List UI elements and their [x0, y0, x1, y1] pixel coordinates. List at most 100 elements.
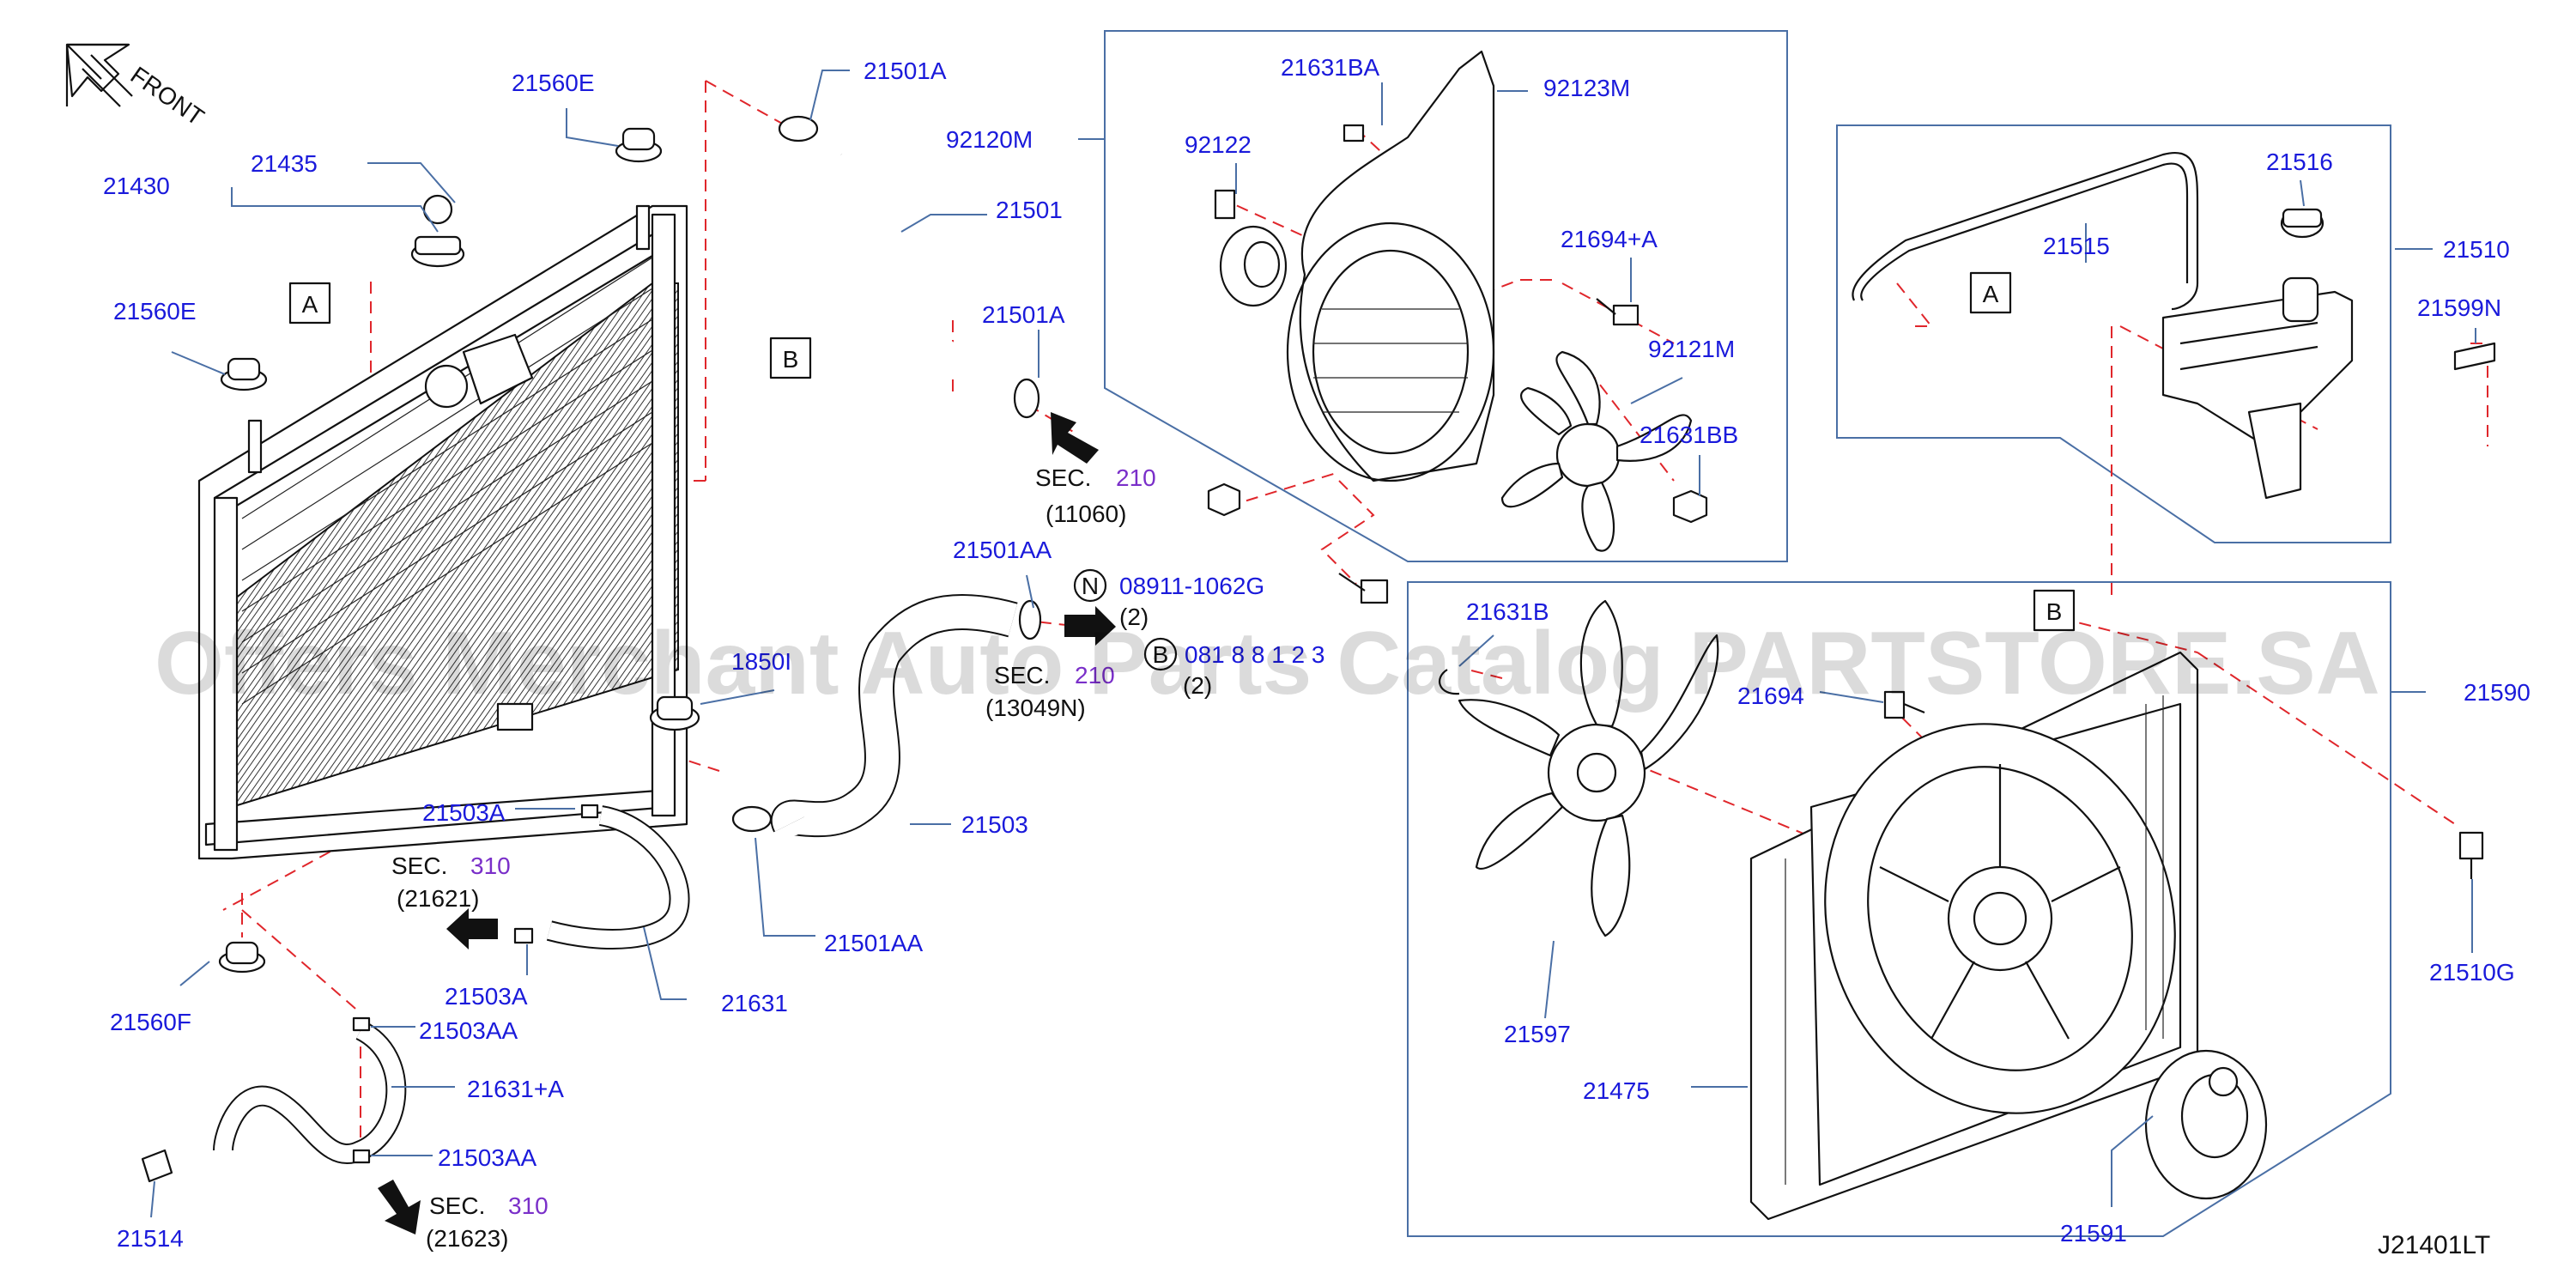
- part-label-21631B[interactable]: 21631B: [1466, 598, 1549, 625]
- svg-text:(13049N): (13049N): [985, 695, 1086, 721]
- fan-motor-large: [2144, 1049, 2268, 1200]
- part-label-21560E-top[interactable]: 21560E: [512, 70, 595, 96]
- svg-text:SEC.: SEC.: [429, 1192, 485, 1219]
- part-label-21501AA-bot[interactable]: 21501AA: [824, 930, 924, 956]
- reservoir-group-box: [1836, 124, 2391, 543]
- part-081[interactable]: 081 8 8 1 2 3: [1185, 641, 1324, 668]
- part-label-21694A[interactable]: 21694+A: [1561, 226, 1658, 252]
- grommet-top: [615, 127, 663, 163]
- part-label-21590[interactable]: 21590: [2464, 679, 2531, 706]
- clamp-21501A-top: [778, 115, 819, 143]
- grommet-mid: [649, 695, 700, 731]
- fan-shroud-large: [1749, 651, 2199, 1221]
- part-label-21515[interactable]: 21515: [2043, 233, 2110, 259]
- part-label-21560F[interactable]: 21560F: [110, 1009, 191, 1035]
- clamp-21501A-mid: [1013, 378, 1040, 419]
- symbol-b-icon: B: [1143, 637, 1178, 671]
- part-label-21501A-mid[interactable]: 21501A: [982, 301, 1065, 328]
- reservoir-hose: [1852, 152, 2199, 311]
- part-label-21631A[interactable]: 21631+A: [467, 1076, 564, 1102]
- figure-id: J21401LT: [2378, 1231, 2490, 1259]
- part-label-21516[interactable]: 21516: [2266, 149, 2333, 175]
- front-label: FRONT: [126, 62, 209, 131]
- part-label-21631[interactable]: 21631: [721, 990, 788, 1016]
- lower-hose: [770, 593, 1018, 839]
- part-label-92122[interactable]: 92122: [1185, 131, 1252, 158]
- part-label-21503A-bot[interactable]: 21503A: [445, 983, 528, 1010]
- grommet-bottom: [218, 941, 266, 974]
- front-arrow-icon: [65, 43, 133, 107]
- part-label-21599N[interactable]: 21599N: [2417, 294, 2501, 321]
- part-08911-1062G[interactable]: 08911-1062G: [1119, 573, 1264, 599]
- clamp-21503AA: [352, 1016, 371, 1164]
- part-label-21435[interactable]: 21435: [251, 150, 318, 177]
- part-label-21503AA-top[interactable]: 21503AA: [419, 1017, 518, 1044]
- part-label-21503A-top[interactable]: 21503A: [422, 799, 506, 826]
- part-label-21597[interactable]: 21597: [1504, 1021, 1571, 1047]
- part-label-21591[interactable]: 21591: [2060, 1220, 2127, 1247]
- svg-text:SEC.: SEC.: [1035, 464, 1091, 491]
- part-label-21560E-left[interactable]: 21560E: [113, 298, 197, 325]
- sec-ref-21623[interactable]: SEC. 310 (21623): [426, 1192, 549, 1252]
- symbol-n-icon: N: [1073, 568, 1107, 603]
- svg-text:(21623): (21623): [426, 1225, 509, 1252]
- svg-text:N: N: [1082, 573, 1099, 599]
- sec-ref-21621[interactable]: SEC. 310 (21621): [391, 852, 511, 912]
- part-label-21430[interactable]: 21430: [103, 173, 170, 199]
- radiator-cap: [410, 194, 465, 268]
- reservoir-tank: [2161, 276, 2354, 500]
- svg-text:310: 310: [508, 1192, 549, 1219]
- part-label-21503[interactable]: 21503: [961, 811, 1028, 838]
- label-21599N-plate: [2453, 342, 2496, 371]
- ref-box-a-left: A: [288, 282, 331, 325]
- qty-081: (2): [1183, 672, 1212, 699]
- svg-text:SEC.: SEC.: [391, 852, 447, 879]
- ref-box-b-right: B: [2033, 589, 2076, 632]
- part-label-21510G[interactable]: 21510G: [2429, 959, 2515, 986]
- part-label-92123M[interactable]: 92123M: [1543, 75, 1630, 101]
- svg-text:A: A: [302, 291, 318, 318]
- part-label-21503AA-bot[interactable]: 21503AA: [438, 1144, 537, 1171]
- part-label-21694[interactable]: 21694: [1737, 682, 1804, 709]
- part-label-92121M[interactable]: 92121M: [1648, 336, 1735, 362]
- fan-blade-small: [1500, 350, 1693, 552]
- sec-ref-11060[interactable]: SEC. 210 (11060): [1035, 464, 1156, 527]
- ref-box-b-left: B: [769, 337, 812, 379]
- ref-box-a-right: A: [1969, 271, 2012, 314]
- part-label-21514[interactable]: 21514: [117, 1225, 184, 1252]
- part-label-21510[interactable]: 21510: [2443, 236, 2510, 263]
- clip-21631B: [1438, 669, 1460, 695]
- svg-text:B: B: [2046, 598, 2063, 625]
- clip-21514: [141, 1149, 173, 1183]
- nut-21631BB: [1672, 489, 1708, 524]
- leader-lines: [150, 70, 2476, 1218]
- heater-hose: [213, 1021, 407, 1164]
- bolt-21694A: [1596, 298, 1640, 326]
- bolt-21694: [1883, 690, 1925, 719]
- sec-arrow-icon: [378, 412, 1116, 1235]
- bolt-081: [1338, 573, 1389, 604]
- part-label-21475[interactable]: 21475: [1583, 1077, 1650, 1104]
- svg-text:(21621): (21621): [397, 885, 480, 912]
- part-label-21631BA[interactable]: 21631BA: [1281, 54, 1380, 81]
- svg-text:SEC.: SEC.: [994, 662, 1050, 689]
- svg-text:210: 210: [1116, 464, 1156, 491]
- reservoir-cap: [2280, 208, 2324, 239]
- svg-text:210: 210: [1075, 662, 1115, 689]
- part-label-1850I[interactable]: 1850I: [731, 648, 791, 675]
- sec-ref-13049N[interactable]: SEC. 210 (13049N): [985, 662, 1115, 721]
- part-label-21631BB[interactable]: 21631BB: [1640, 422, 1738, 448]
- part-label-21501A-top[interactable]: 21501A: [864, 58, 947, 84]
- watermark: Offers Merchant Auto Parts Catalog PARTS…: [155, 614, 2380, 713]
- fan-motor-small: [1214, 189, 1288, 307]
- svg-text:B: B: [783, 346, 799, 373]
- svg-text:A: A: [1983, 281, 1999, 307]
- part-label-92120M[interactable]: 92120M: [946, 126, 1033, 153]
- part-label-21501[interactable]: 21501: [996, 197, 1063, 223]
- part-label-21501AA-top[interactable]: 21501AA: [953, 537, 1052, 563]
- fan-shroud-group-box: [1407, 581, 2391, 1237]
- svg-text:310: 310: [470, 852, 511, 879]
- upper-hose: [828, 149, 1039, 412]
- qty-08911: (2): [1119, 604, 1149, 630]
